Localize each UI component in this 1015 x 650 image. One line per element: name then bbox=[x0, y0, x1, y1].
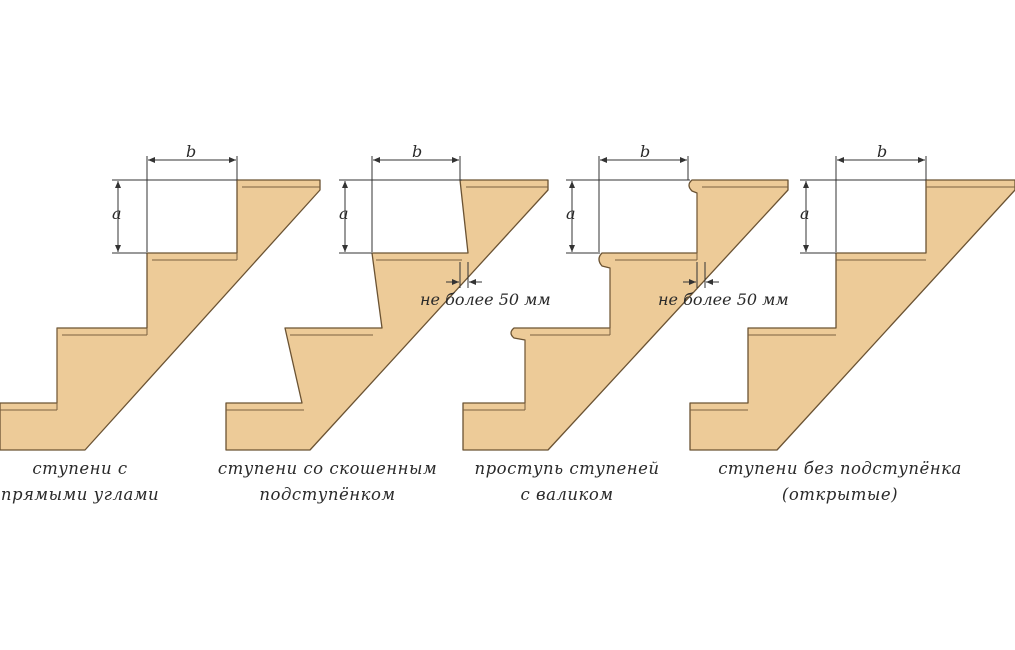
tread-lines-straight bbox=[0, 186, 320, 411]
caption-nosing: проступь ступеней с валиком bbox=[462, 456, 672, 508]
label-max-50mm: не более 50 мм bbox=[658, 290, 789, 309]
dimension-max50-nosing: не более 50 мм bbox=[658, 262, 789, 309]
caption-line: проступь ступеней bbox=[474, 459, 660, 478]
label-max-50mm: не более 50 мм bbox=[420, 290, 551, 309]
tread-lines-open bbox=[690, 186, 1015, 411]
label-a: a bbox=[339, 204, 349, 223]
caption-open: ступени без подступёнка (открытые) bbox=[705, 456, 975, 508]
caption-line: ступени со скошенным bbox=[217, 459, 438, 478]
label-b: b bbox=[186, 142, 196, 161]
dimension-a-straight: a bbox=[112, 179, 237, 254]
stringer-slanted bbox=[225, 179, 549, 451]
tread-lines-nosing bbox=[463, 186, 788, 411]
dimension-a-slanted: a bbox=[339, 179, 462, 254]
dimension-b-nosing: b bbox=[598, 142, 689, 252]
dimension-b-straight: b bbox=[146, 142, 238, 252]
label-b: b bbox=[877, 142, 887, 161]
caption-line: прямыми углами bbox=[0, 485, 160, 504]
dimension-b-open: b bbox=[835, 142, 927, 252]
dimension-a-open: a bbox=[800, 179, 926, 254]
label-b: b bbox=[412, 142, 422, 161]
stringer-nosing bbox=[462, 179, 789, 451]
caption-line: с валиком bbox=[520, 485, 614, 504]
panel-open-steps: b a bbox=[689, 142, 1015, 451]
caption-slanted: ступени со скошенным подступёнком bbox=[205, 456, 450, 508]
panel-straight-steps: b a bbox=[0, 142, 321, 451]
caption-line: ступени с bbox=[32, 459, 128, 478]
label-b: b bbox=[640, 142, 650, 161]
label-a: a bbox=[800, 204, 810, 223]
panel-slanted-risers: b a не более 50 мм bbox=[225, 142, 551, 451]
caption-line: ступени без подступёнка bbox=[718, 459, 962, 478]
label-a: a bbox=[566, 204, 576, 223]
caption-line: подступёнком bbox=[259, 485, 396, 504]
label-a: a bbox=[112, 204, 122, 223]
stringer-open bbox=[689, 179, 1015, 451]
caption-line: (открытые) bbox=[781, 485, 899, 504]
caption-straight: ступени с прямыми углами bbox=[0, 456, 160, 508]
dimension-a-nosing: a bbox=[566, 179, 690, 254]
panel-nosing-steps: b a не более 50 мм bbox=[462, 142, 789, 451]
dimension-max50-slanted: не более 50 мм bbox=[420, 262, 551, 309]
tread-lines-slanted bbox=[226, 186, 548, 411]
dimension-b-slanted: b bbox=[371, 142, 461, 252]
